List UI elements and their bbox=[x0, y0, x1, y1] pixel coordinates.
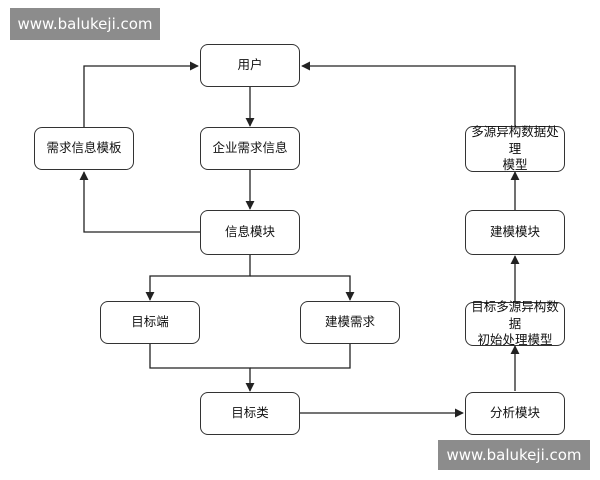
node-user: 用户 bbox=[200, 44, 300, 87]
node-processing-model: 多源异构数据处理 模型 bbox=[465, 124, 565, 172]
node-demand-template: 需求信息模板 bbox=[34, 127, 134, 170]
node-initial-model: 目标多源异构数据 初始处理模型 bbox=[465, 299, 565, 347]
watermark-top: www.balukeji.com bbox=[10, 8, 160, 40]
node-target-class: 目标类 bbox=[200, 392, 300, 435]
edge-info-module-to-target-end bbox=[145, 255, 251, 301]
node-analysis-module: 分析模块 bbox=[465, 392, 565, 435]
node-modeling-module: 建模模块 bbox=[465, 210, 565, 255]
node-target-end: 目标端 bbox=[100, 301, 200, 344]
edge-info-module-to-demand-template bbox=[79, 171, 200, 233]
node-info-module: 信息模块 bbox=[200, 210, 300, 255]
node-enterprise-demand: 企业需求信息 bbox=[200, 127, 300, 170]
edge-target-end-to-target-class bbox=[149, 343, 255, 392]
edge-info-module-to-modeling-demand bbox=[250, 275, 355, 301]
watermark-bottom: www.balukeji.com bbox=[438, 440, 590, 470]
edge-processing-model-to-user bbox=[301, 61, 516, 126]
edge-demand-template-to-user bbox=[83, 61, 199, 127]
edge-modeling-demand-to-target-class bbox=[250, 343, 351, 369]
node-modeling-demand: 建模需求 bbox=[300, 301, 400, 344]
